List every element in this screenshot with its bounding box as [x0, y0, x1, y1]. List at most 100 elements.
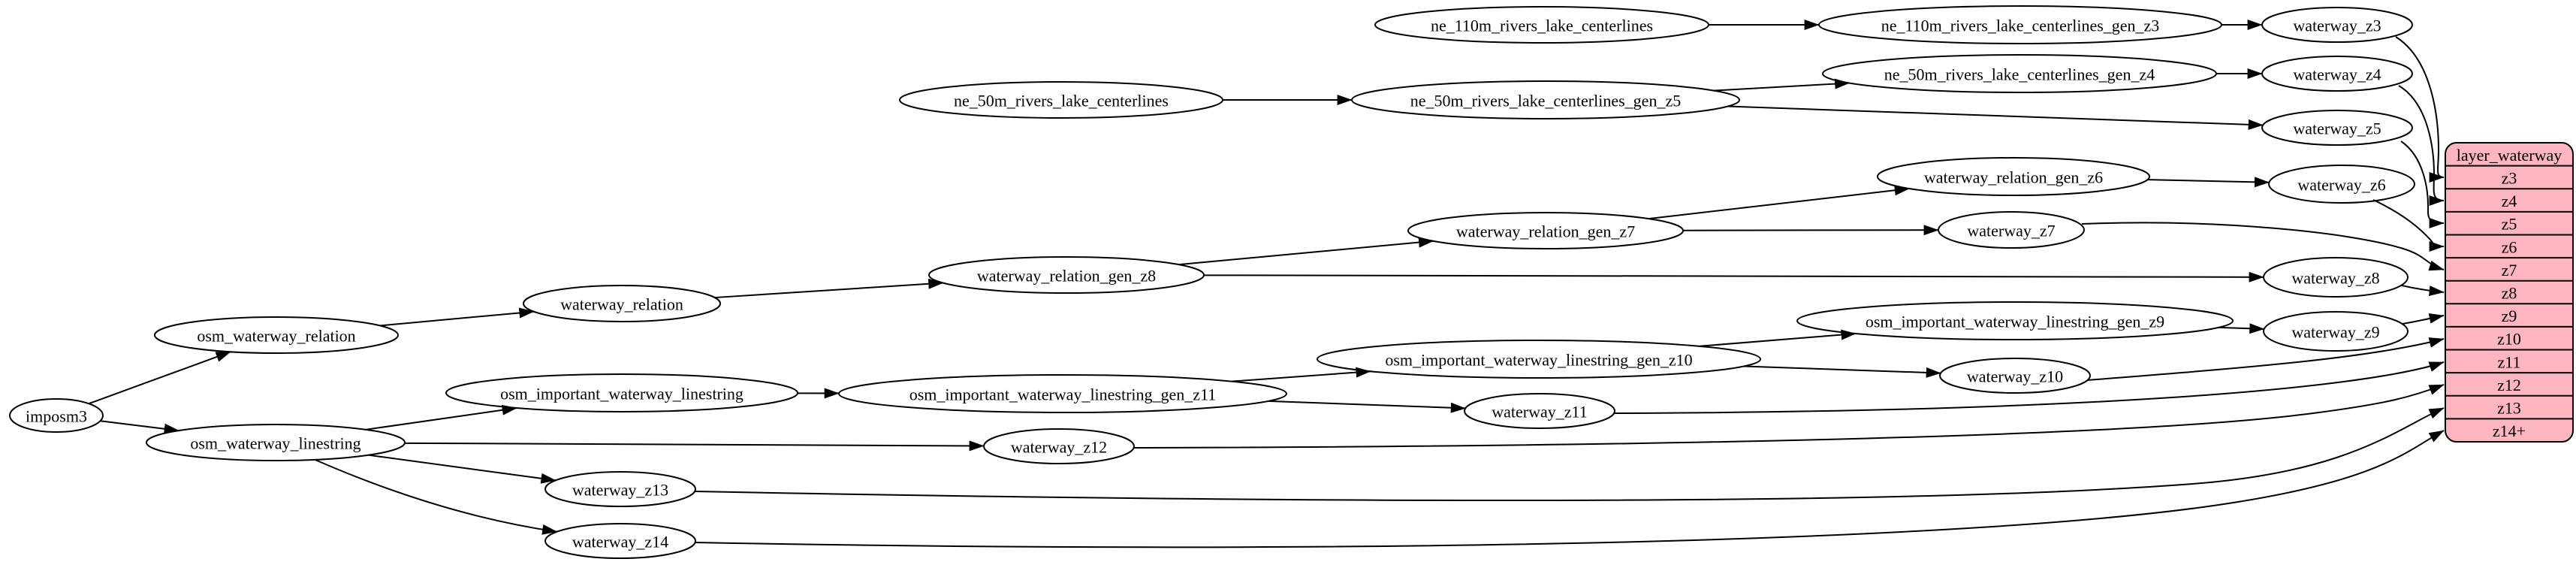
node-waterway_z14: waterway_z14 [544, 523, 696, 559]
node-ellipse-imposm3 [9, 398, 104, 433]
node-label-osm_waterway_linestring: osm_waterway_linestring [190, 434, 360, 453]
node-waterway_z3: waterway_z3 [2261, 7, 2413, 43]
node-label-waterway_z7: waterway_z7 [1967, 222, 2055, 240]
node-waterway_z9: waterway_z9 [2263, 311, 2409, 352]
node-label-waterway_relation_gen_z8: waterway_relation_gen_z8 [977, 267, 1156, 286]
node-label-waterway_z4: waterway_z4 [2293, 65, 2381, 84]
edge-imposm3-to-osm_waterway_relation [88, 351, 231, 405]
edge-waterway_z8-to-layer_waterway-z8 [2401, 285, 2445, 297]
node-label-ne_110m_rivers_lake_centerlines_gen_z3: ne_110m_rivers_lake_centerlines_gen_z3 [1881, 17, 2160, 35]
node-label-waterway_z8: waterway_z8 [2291, 269, 2379, 288]
table-row-z7: z7 [2502, 261, 2517, 279]
edge-osm_important_waterway_linestring_gen_z10-to-osm_important_waterway_linestring_gen_z9 [1699, 329, 1857, 347]
node-label-waterway_z9: waterway_z9 [2291, 323, 2379, 342]
node-osm_important_waterway_linestring_gen_z9: osm_important_waterway_linestring_gen_z9 [1796, 301, 2234, 340]
node-label-ne_50m_rivers_lake_centerlines_gen_z4: ne_50m_rivers_lake_centerlines_gen_z4 [1884, 65, 2155, 84]
node-label-osm_important_waterway_linestring_gen_z10: osm_important_waterway_linestring_gen_z1… [1385, 351, 1692, 370]
node-waterway_z5: waterway_z5 [2261, 110, 2413, 146]
edge-waterway_z7-to-layer_waterway-z7 [2081, 222, 2445, 271]
node-label-waterway_z12: waterway_z12 [1011, 438, 1107, 457]
node-waterway_z4: waterway_z4 [2261, 56, 2413, 92]
node-label-osm_important_waterway_linestring_gen_z9: osm_important_waterway_linestring_gen_z9 [1866, 313, 2164, 331]
edge-waterway_relation_gen_z7-to-waterway_relation_gen_z6 [1648, 185, 1910, 220]
edge-osm_waterway_linestring-to-waterway_z14 [315, 458, 558, 535]
node-label-ne_50m_rivers_lake_centerlines_gen_z5: ne_50m_rivers_lake_centerlines_gen_z5 [1410, 92, 1681, 110]
edge-osm_waterway_linestring-to-osm_important_waterway_linestring [365, 404, 517, 431]
edge-waterway_z6-to-layer_waterway-z6 [2372, 199, 2445, 252]
edges-layer [88, 20, 2445, 548]
node-label-waterway_z6: waterway_z6 [2297, 176, 2385, 195]
node-label-imposm3: imposm3 [26, 407, 87, 426]
node-ellipse-osm_important_waterway_linestring_gen_z9 [1796, 301, 2234, 340]
table-row-z9: z9 [2502, 307, 2517, 325]
edge-waterway_z14-to-layer_waterway-z14+ [694, 430, 2445, 548]
edge-waterway_z5-to-layer_waterway-z5 [2400, 140, 2445, 228]
edge-ne_50m_rivers_lake_centerlines_gen_z5-to-ne_50m_rivers_lake_centerlines_gen_z4 [1713, 78, 1851, 92]
edge-ne_50m_rivers_lake_centerlines_gen_z5-to-waterway_z5 [1727, 105, 2264, 130]
table-row-z12: z12 [2497, 376, 2521, 394]
table-title: layer_waterway [2457, 146, 2562, 165]
node-osm_important_waterway_linestring: osm_important_waterway_linestring [445, 373, 798, 412]
edge-osm_waterway_linestring-to-waterway_z13 [368, 454, 557, 484]
node-waterway_z13: waterway_z13 [544, 471, 696, 507]
node-label-waterway_relation_gen_z6: waterway_relation_gen_z6 [1924, 168, 2103, 187]
edge-osm_important_waterway_linestring_gen_z10-to-waterway_z10 [1743, 365, 1941, 378]
table-row-z5: z5 [2502, 215, 2517, 234]
node-waterway_relation_gen_z7: waterway_relation_gen_z7 [1407, 212, 1684, 249]
node-label-osm_waterway_relation: osm_waterway_relation [197, 327, 355, 346]
node-ellipse-osm_waterway_relation [154, 316, 399, 354]
edge-osm_important_waterway_linestring_gen_z9-to-waterway_z9 [2219, 323, 2265, 334]
edge-waterway_z11-to-layer_waterway-z11 [1613, 361, 2445, 414]
table-row-z4: z4 [2502, 192, 2517, 210]
node-waterway_relation_gen_z8: waterway_relation_gen_z8 [928, 256, 1205, 294]
node-osm_important_waterway_linestring_gen_z10: osm_important_waterway_linestring_gen_z1… [1317, 340, 1761, 379]
edge-waterway_z13-to-layer_waterway-z13 [694, 407, 2445, 502]
node-ne_110m_rivers_lake_centerlines: ne_110m_rivers_lake_centerlines [1374, 6, 1709, 44]
node-label-ne_50m_rivers_lake_centerlines: ne_50m_rivers_lake_centerlines [954, 92, 1169, 110]
edge-waterway_z12-to-layer_waterway-z12 [1133, 384, 2445, 449]
node-label-waterway_z13: waterway_z13 [572, 481, 668, 500]
node-imposm3: imposm3 [9, 398, 104, 433]
node-label-waterway_z14: waterway_z14 [572, 533, 668, 551]
node-label-waterway_z10: waterway_z10 [1967, 367, 2063, 386]
table-row-z10: z10 [2497, 330, 2521, 349]
edge-waterway_relation_gen_z7-to-waterway_z7 [1682, 225, 1939, 236]
node-waterway_z10: waterway_z10 [1939, 358, 2091, 394]
node-waterway_z11: waterway_z11 [1464, 393, 1615, 429]
edge-waterway_z10-to-layer_waterway-z10 [2087, 337, 2445, 381]
table-layer: layer_waterwayz3z4z5z6z7z8z9z10z11z12z13… [2445, 142, 2574, 443]
edge-waterway_relation_gen_z8-to-waterway_z8 [1203, 271, 2264, 282]
table-row-z13: z13 [2497, 399, 2521, 418]
node-osm_waterway_relation: osm_waterway_relation [154, 316, 399, 354]
node-ellipse-waterway_z13 [544, 471, 696, 507]
node-label-ne_110m_rivers_lake_centerlines: ne_110m_rivers_lake_centerlines [1431, 17, 1653, 35]
node-ne_50m_rivers_lake_centerlines_gen_z4: ne_50m_rivers_lake_centerlines_gen_z4 [1822, 54, 2217, 93]
node-waterway_z7: waterway_z7 [1938, 211, 2085, 249]
node-ne_50m_rivers_lake_centerlines: ne_50m_rivers_lake_centerlines [899, 81, 1223, 119]
node-label-waterway_z3: waterway_z3 [2293, 17, 2381, 35]
table-outline [2445, 142, 2574, 443]
edge-waterway_relation_gen_z6-to-waterway_z6 [2147, 177, 2270, 188]
edge-imposm3-to-osm_waterway_linestring [100, 420, 179, 434]
node-ellipse-waterway_relation [523, 285, 721, 322]
node-label-waterway_relation: waterway_relation [560, 295, 683, 314]
edge-waterway_z4-to-layer_waterway-z4 [2398, 85, 2445, 206]
node-waterway_z8: waterway_z8 [2263, 257, 2409, 298]
node-waterway_relation_gen_z6: waterway_relation_gen_z6 [1877, 157, 2150, 196]
node-ellipse-osm_important_waterway_linestring_gen_z10 [1317, 340, 1761, 379]
node-ellipse-waterway_relation_gen_z6 [1877, 157, 2150, 196]
edge-osm_waterway_linestring-to-waterway_z12 [404, 440, 985, 452]
table-row-z8: z8 [2502, 284, 2517, 303]
node-ne_110m_rivers_lake_centerlines_gen_z3: ne_110m_rivers_lake_centerlines_gen_z3 [1818, 5, 2222, 44]
table-row-z14+: z14+ [2493, 421, 2526, 440]
node-ellipse-waterway_z14 [544, 523, 696, 559]
edge-osm_waterway_relation-to-waterway_relation [379, 307, 535, 327]
node-label-waterway_z11: waterway_z11 [1492, 403, 1587, 421]
edge-waterway_relation-to-waterway_relation_gen_z8 [714, 278, 944, 299]
node-waterway_relation: waterway_relation [523, 285, 721, 322]
edge-osm_important_waterway_linestring_gen_z11-to-waterway_z11 [1268, 400, 1466, 413]
node-osm_important_waterway_linestring_gen_z11: osm_important_waterway_linestring_gen_z1… [838, 374, 1287, 413]
node-ne_50m_rivers_lake_centerlines_gen_z5: ne_50m_rivers_lake_centerlines_gen_z5 [1351, 80, 1740, 119]
